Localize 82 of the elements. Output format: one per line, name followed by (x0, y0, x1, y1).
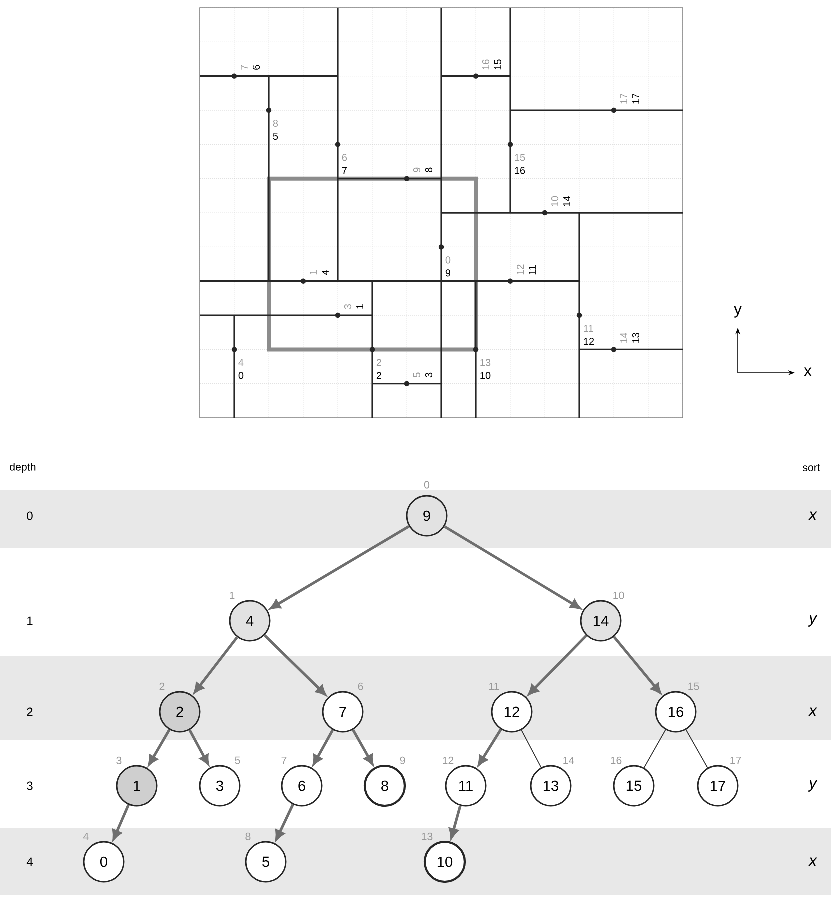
point-label: 8 (273, 120, 278, 128)
arrow (312, 730, 334, 766)
point-label: 1 (356, 304, 364, 309)
point-label: 3 (425, 372, 433, 378)
point-label: 9 (446, 270, 451, 277)
point-label: 15 (494, 60, 502, 70)
node-index-label: 12 (443, 756, 454, 764)
point-label: 6 (342, 154, 348, 162)
arrow (449, 806, 462, 839)
point-label: 4 (322, 270, 329, 276)
sort-label: x (808, 512, 818, 520)
node-index-label: 6 (358, 682, 364, 690)
point-label: 6 (252, 65, 260, 70)
point-label: 13 (480, 359, 491, 366)
point-label: 16 (482, 60, 490, 70)
point-label: 10 (551, 196, 559, 206)
point-label: 16 (515, 167, 526, 174)
sort-label: y (808, 780, 818, 792)
point-label: 17 (620, 94, 628, 104)
point-label: 2 (376, 359, 382, 366)
point-label: 14 (620, 332, 628, 344)
point-label: 15 (515, 154, 526, 162)
depth-label: 0 (27, 512, 33, 520)
arrow (194, 636, 238, 694)
arrow (352, 729, 374, 765)
node-index-label: 17 (730, 756, 742, 764)
arrow (148, 729, 171, 766)
point-label: 4 (238, 359, 244, 366)
node-index-label: 4 (84, 832, 89, 840)
point-label: 5 (273, 133, 278, 140)
arrow (613, 636, 662, 694)
arrow (270, 525, 410, 610)
node-index-label: 15 (688, 682, 700, 690)
point-label: 11 (529, 266, 536, 275)
sort-label: x (808, 708, 818, 716)
depth-label: 1 (28, 616, 33, 626)
arrow (276, 804, 294, 840)
point-label: 17 (632, 94, 640, 104)
point-label: 11 (584, 325, 594, 332)
point-label: 12 (517, 264, 524, 275)
point-label: 5 (414, 372, 420, 378)
point-label: 7 (342, 167, 347, 174)
arrow (444, 526, 581, 610)
node-index-label: 13 (422, 832, 433, 840)
node-index-label: 1 (230, 592, 235, 600)
arrow (112, 804, 130, 840)
node-index-label: 11 (490, 682, 500, 690)
point-label: 3 (344, 304, 352, 310)
point-label: 2 (376, 372, 382, 380)
sort-label: x (808, 858, 818, 866)
point-label: 13 (632, 333, 640, 344)
arrow (188, 730, 210, 766)
point-label: 8 (425, 168, 433, 172)
node-index-label: 5 (235, 756, 240, 764)
node-index-label: 14 (564, 756, 574, 764)
node-index-label: 10 (614, 592, 624, 600)
axis-label: y (734, 306, 742, 318)
node-index-label: 0 (424, 481, 430, 489)
node-index-label: 16 (611, 756, 622, 764)
point-label: 0 (446, 256, 451, 264)
node-index-label: 2 (160, 682, 165, 690)
column-header: sort (802, 464, 820, 472)
point-label: 7 (241, 65, 248, 70)
node-index-label: 8 (246, 832, 251, 840)
depth-label: 3 (27, 782, 33, 790)
arrow (528, 634, 588, 696)
column-header: depth (10, 463, 36, 473)
point-label: 9 (413, 168, 421, 172)
node-index-label: 3 (116, 756, 122, 764)
point-label: 14 (564, 196, 570, 206)
point-label: 12 (584, 338, 594, 346)
depth-label: 4 (26, 858, 33, 866)
arrow (478, 728, 502, 766)
point-label: 0 (238, 372, 244, 380)
point-label: 10 (480, 372, 491, 380)
arrow (264, 634, 326, 696)
node-index-label: 9 (400, 756, 406, 764)
node-index-label: 7 (282, 756, 287, 764)
sort-label: y (808, 615, 818, 627)
axis-label: x (804, 368, 812, 376)
depth-label: 2 (27, 708, 33, 716)
point-label: 1 (310, 270, 317, 275)
